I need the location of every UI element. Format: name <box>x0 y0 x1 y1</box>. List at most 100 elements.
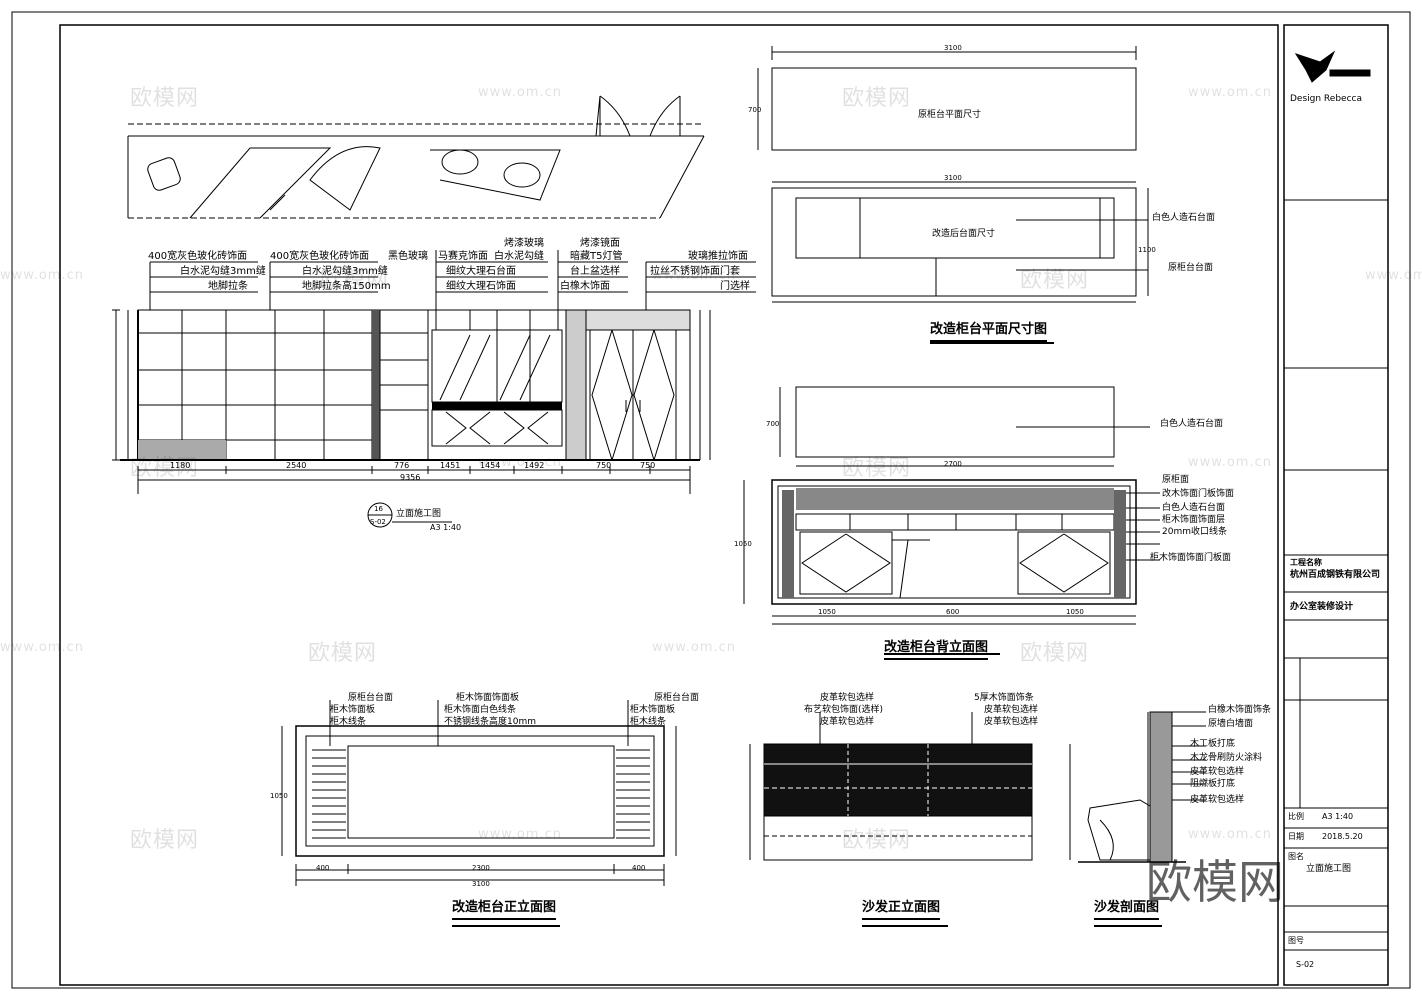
front-label: 不锈钢线条高度10mm <box>444 717 536 727</box>
elevation-scale: A3 1:40 <box>430 523 462 532</box>
elevation-label: 白橡木饰面 <box>560 281 610 292</box>
elevation-label: 白水泥勾缝 <box>494 251 544 262</box>
dimension-text: 1050 <box>818 608 836 616</box>
dimension-text: 400 <box>632 864 646 872</box>
back-label: 柜木饰面饰面层 <box>1162 515 1226 525</box>
elevation-label: 烤漆镜面 <box>580 238 620 249</box>
sofa-front-title: 沙发正立面图 <box>862 896 941 920</box>
plan-label: 白色人造石台面 <box>1160 419 1224 429</box>
drawing-name: 立面施工图 <box>1306 864 1352 874</box>
dimension-text: 1492 <box>524 461 545 470</box>
dimension-text: 750 <box>596 461 612 470</box>
counter-back-elevation <box>743 479 1160 655</box>
section-label: 皮革软包选样 <box>1190 767 1245 777</box>
dimension-text: 750 <box>640 461 656 470</box>
back-label: 柜木饰面饰面门板面 <box>1150 553 1232 563</box>
dimension-text: 2540 <box>286 461 307 470</box>
dimension-total: 9356 <box>400 473 421 482</box>
elevation-label: 细纹大理石台面 <box>446 266 516 277</box>
elevation-label: 400宽灰色玻化砖饰面 <box>270 251 370 262</box>
front-label: 柜木饰面板 <box>330 705 376 715</box>
elevation-label: 暗藏T5灯管 <box>570 251 623 262</box>
plan-label: 原柜台台面 <box>1168 263 1214 273</box>
elevation-title: 立面施工图 <box>396 509 442 519</box>
dimension-text: 600 <box>946 608 960 616</box>
dimension-text: 1454 <box>480 461 501 470</box>
front-label: 柜木饰面饰面板 <box>456 693 520 703</box>
section-label: 木工板打底 <box>1190 739 1236 749</box>
sofa-label: 皮革软包选样 <box>820 693 875 703</box>
watermark-large: 欧模网 <box>1146 855 1284 909</box>
dimension-text: 2300 <box>472 864 490 872</box>
counter-plan-dimensions <box>771 181 1149 344</box>
dimension-text: 700 <box>766 420 780 428</box>
original-counter-label: 原柜台平面尺寸 <box>918 110 982 120</box>
counter-plan-title: 改造柜台平面尺寸图 <box>930 318 1048 342</box>
date-label: 日期 <box>1288 832 1304 841</box>
dimension-text: 776 <box>394 461 410 470</box>
counter-front-title: 改造柜台正立面图 <box>452 896 557 920</box>
scale-label: 比例 <box>1288 812 1304 821</box>
section-label: 皮革软包选样 <box>1190 795 1245 805</box>
front-label: 柜木饰面白色线条 <box>444 705 517 715</box>
elevation-label: 400宽灰色玻化砖饰面 <box>148 251 248 262</box>
front-label: 柜木饰面板 <box>630 705 676 715</box>
client-name: 杭州百成钢铁有限公司 <box>1290 570 1381 580</box>
sofa-label: 布艺软包饰面(选样) <box>804 705 884 715</box>
elevation-label: 地脚拉条 <box>208 281 248 292</box>
scale-value: A3 1:40 <box>1322 812 1354 821</box>
dimension-text: 3100 <box>472 880 490 888</box>
title-block-frame <box>1283 24 1389 986</box>
front-label: 原柜台台面 <box>348 693 394 703</box>
dimension-text: 700 <box>748 106 762 114</box>
section-ref-sheet: S-02 <box>370 518 386 526</box>
back-label: 原柜面 <box>1162 475 1190 485</box>
outer-border <box>11 11 1411 989</box>
sofa-label: 皮革软包选样 <box>984 717 1039 727</box>
client-label: 工程名称 <box>1290 558 1322 567</box>
elevation-label: 门选样 <box>720 281 750 292</box>
elevation-label: 玻璃推拉饰面 <box>688 251 748 262</box>
elevation-label: 台上盆选样 <box>570 266 620 277</box>
section-label: 阻燃板打底 <box>1190 779 1236 789</box>
floor-plan-strip <box>127 95 705 219</box>
elevation-label: 白水泥勾缝3mm缝 <box>180 266 266 277</box>
section-label: 白橡木饰面饰条 <box>1208 705 1272 715</box>
sheet-label: 图号 <box>1288 936 1304 945</box>
dimension-text: 1050 <box>270 792 288 800</box>
original-counter-plan <box>757 46 1137 151</box>
front-label: 柜木线条 <box>630 717 667 727</box>
counter-front-elevation <box>281 700 677 927</box>
dimension-text: 1050 <box>1066 608 1084 616</box>
front-label: 原柜台台面 <box>654 693 700 703</box>
section-label: 木龙骨刷防火涂料 <box>1190 753 1263 763</box>
counter-back-title: 改造柜台背立面图 <box>884 636 989 660</box>
title-block-grid <box>1284 199 1388 951</box>
dimension-text: 3100 <box>944 44 962 52</box>
back-label: 20mm收口线条 <box>1162 527 1227 537</box>
elevation-label: 拉丝不锈钢饰面门套 <box>650 266 740 277</box>
plan-label: 改造后台面尺寸 <box>932 229 996 239</box>
sofa-section <box>1069 711 1206 927</box>
sheet-number: S-02 <box>1296 960 1315 969</box>
elevation-label: 细纹大理石饰面 <box>446 281 516 292</box>
counter-lower-plan <box>779 386 1150 467</box>
date-value: 2018.5.20 <box>1322 832 1363 841</box>
dimension-text: 1050 <box>734 540 752 548</box>
dimension-text: 3100 <box>944 174 962 182</box>
front-label: 柜木线条 <box>330 717 367 727</box>
sofa-section-title: 沙发剖面图 <box>1094 896 1160 920</box>
elevation-label: 地脚拉条高150mm <box>302 281 391 292</box>
section-ref-number: 16 <box>374 505 383 513</box>
sofa-label: 5厚木饰面饰条 <box>974 693 1034 703</box>
company-logo <box>1294 50 1371 83</box>
drawing-label: 图名 <box>1288 852 1304 861</box>
elevation-label: 白水泥勾缝3mm缝 <box>302 266 388 277</box>
sofa-label: 皮革软包选样 <box>820 717 875 727</box>
dimension-text: 1100 <box>1138 246 1156 254</box>
dimension-text: 2700 <box>944 460 962 468</box>
back-label: 白色人造石台面 <box>1162 503 1226 513</box>
sofa-front-elevation <box>749 712 1033 927</box>
company-name: Design Rebecca <box>1290 94 1362 104</box>
